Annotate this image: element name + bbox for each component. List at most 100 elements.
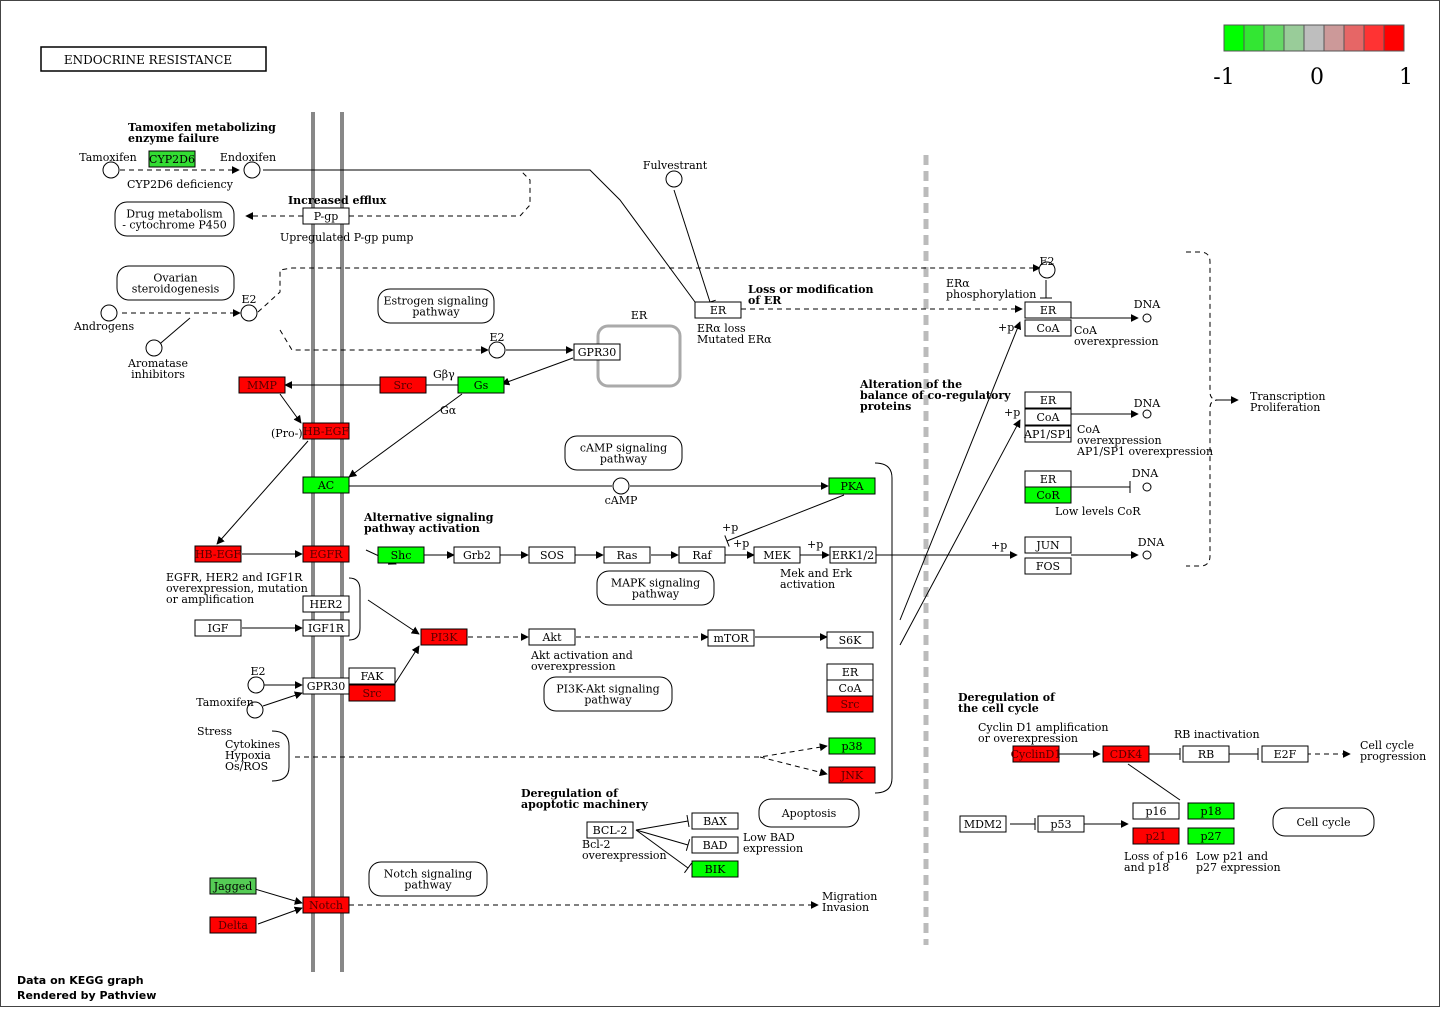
gene-box[interactable] xyxy=(209,877,257,895)
gene-node-mtor[interactable]: mTOR xyxy=(707,629,755,647)
pathway-map-apoptosis[interactable]: Apoptosis xyxy=(758,798,860,828)
gene-box[interactable] xyxy=(959,815,1007,833)
gene-label[interactable]: SOS xyxy=(540,549,564,562)
gene-label[interactable]: ER xyxy=(1040,304,1057,317)
gene-node-bcl2[interactable]: BCL-2 xyxy=(586,821,634,839)
gene-box[interactable] xyxy=(691,836,739,854)
gene-label[interactable]: ER xyxy=(842,666,859,679)
compound-circle[interactable] xyxy=(246,701,264,719)
gene-node-ras[interactable]: Ras xyxy=(603,546,651,564)
pathway-map-box[interactable] xyxy=(564,435,683,471)
compound-circle[interactable] xyxy=(145,339,163,357)
gene-box[interactable] xyxy=(148,150,196,168)
gene-label[interactable]: HB-EGF xyxy=(303,425,349,438)
compound-dna2[interactable]: DNA xyxy=(1134,397,1161,419)
gene-box[interactable] xyxy=(1024,408,1072,426)
gene-label[interactable]: RB xyxy=(1198,748,1214,761)
gene-node-src_top[interactable]: Src xyxy=(379,376,427,394)
gene-label[interactable]: p21 xyxy=(1145,830,1166,843)
gene-label[interactable]: ER xyxy=(1040,394,1057,407)
gene-label[interactable]: Src xyxy=(841,698,860,711)
gene-box[interactable] xyxy=(1187,802,1235,820)
gene-node-er_r3[interactable]: ER xyxy=(1024,470,1072,488)
gene-box[interactable] xyxy=(302,595,350,613)
gene-box[interactable] xyxy=(573,343,621,361)
gene-node-e2f[interactable]: E2F xyxy=(1261,745,1309,763)
gene-node-coa_mid[interactable]: CoA xyxy=(826,679,874,697)
pathway-map-box[interactable] xyxy=(1272,807,1375,837)
gene-label[interactable]: JNK xyxy=(840,769,864,782)
compound-e2-d[interactable]: E2 xyxy=(247,665,266,694)
gene-node-fak[interactable]: FAK xyxy=(348,667,396,685)
gene-box[interactable] xyxy=(829,546,877,564)
gene-node-cyclind1[interactable]: CyclinD1 xyxy=(1011,745,1062,763)
gene-box[interactable] xyxy=(302,476,350,494)
gene-box[interactable] xyxy=(1132,827,1180,845)
gene-box[interactable] xyxy=(348,684,396,702)
gene-node-sos[interactable]: SOS xyxy=(528,546,576,564)
gene-node-src_mid[interactable]: Src xyxy=(826,695,874,713)
gene-box[interactable] xyxy=(1024,319,1072,337)
gene-node-ap1sp1[interactable]: AP1/SP1 xyxy=(1023,425,1072,443)
gene-label[interactable]: CDK4 xyxy=(1110,748,1142,761)
gene-box[interactable] xyxy=(348,667,396,685)
gene-box[interactable] xyxy=(194,619,242,637)
gene-node-mek[interactable]: MEK xyxy=(753,546,801,564)
gene-box[interactable] xyxy=(1182,745,1230,763)
gene-box[interactable] xyxy=(1102,745,1150,763)
gene-box[interactable] xyxy=(586,821,634,839)
gene-label[interactable]: BAD xyxy=(703,839,728,852)
gene-node-cyp2d6[interactable]: CYP2D6 xyxy=(148,150,196,168)
gene-node-shc[interactable]: Shc xyxy=(377,546,425,564)
gene-box[interactable] xyxy=(420,628,468,646)
gene-label[interactable]: GPR30 xyxy=(307,680,345,693)
gene-box[interactable] xyxy=(694,301,742,319)
gene-label[interactable]: BCL-2 xyxy=(593,824,628,837)
compound-circle[interactable] xyxy=(102,161,120,179)
compound-circle[interactable] xyxy=(1038,261,1056,279)
pathway-map-box[interactable] xyxy=(114,201,235,237)
gene-label[interactable]: MEK xyxy=(763,549,791,562)
gene-label[interactable]: CYP2D6 xyxy=(149,153,195,166)
gene-box[interactable] xyxy=(1024,536,1072,554)
gene-node-p16[interactable]: p16 xyxy=(1132,802,1180,820)
gene-node-bad[interactable]: BAD xyxy=(691,836,739,854)
gene-label[interactable]: p53 xyxy=(1050,818,1071,831)
compound-dna3[interactable]: DNA xyxy=(1132,467,1159,492)
gene-node-akt[interactable]: Akt xyxy=(528,628,576,646)
gene-node-cdk4[interactable]: CDK4 xyxy=(1102,745,1150,763)
gene-label[interactable]: p18 xyxy=(1200,805,1221,818)
gene-box[interactable] xyxy=(238,376,286,394)
compound-dna1[interactable]: DNA xyxy=(1134,298,1161,323)
gene-label[interactable]: HB-EGF xyxy=(195,548,241,561)
gene-label[interactable]: p16 xyxy=(1145,805,1166,818)
gene-label[interactable]: ER xyxy=(710,304,727,317)
gene-box[interactable] xyxy=(1037,815,1085,833)
gene-label[interactable]: FOS xyxy=(1036,560,1060,573)
gene-box[interactable] xyxy=(1187,827,1235,845)
gene-node-igf[interactable]: IGF xyxy=(194,619,242,637)
gene-node-jnk[interactable]: JNK xyxy=(828,766,876,784)
compound-circle[interactable] xyxy=(240,304,258,322)
gene-node-p18[interactable]: p18 xyxy=(1187,802,1235,820)
compound-circle[interactable] xyxy=(1142,409,1152,419)
gene-box[interactable] xyxy=(826,631,874,649)
gene-label[interactable]: E2F xyxy=(1274,748,1297,761)
gene-box[interactable] xyxy=(1024,557,1072,575)
compound-circle[interactable] xyxy=(1142,550,1152,560)
gene-label[interactable]: GPR30 xyxy=(578,346,616,359)
gene-node-delta[interactable]: Delta xyxy=(209,916,257,934)
gene-box[interactable] xyxy=(528,546,576,564)
compound-androgens[interactable]: Androgens xyxy=(73,304,135,333)
gene-node-hbegf[interactable]: HB-EGF xyxy=(194,545,242,563)
gene-label[interactable]: Gs xyxy=(474,379,489,392)
gene-node-notch[interactable]: Notch xyxy=(302,896,350,914)
gene-node-fos[interactable]: FOS xyxy=(1024,557,1072,575)
compound-circle[interactable] xyxy=(488,341,506,359)
gene-label[interactable]: p27 xyxy=(1200,830,1221,843)
gene-node-egfr[interactable]: EGFR xyxy=(302,545,350,563)
pathway-map-cellcycle[interactable]: Cell cycle xyxy=(1272,807,1375,837)
